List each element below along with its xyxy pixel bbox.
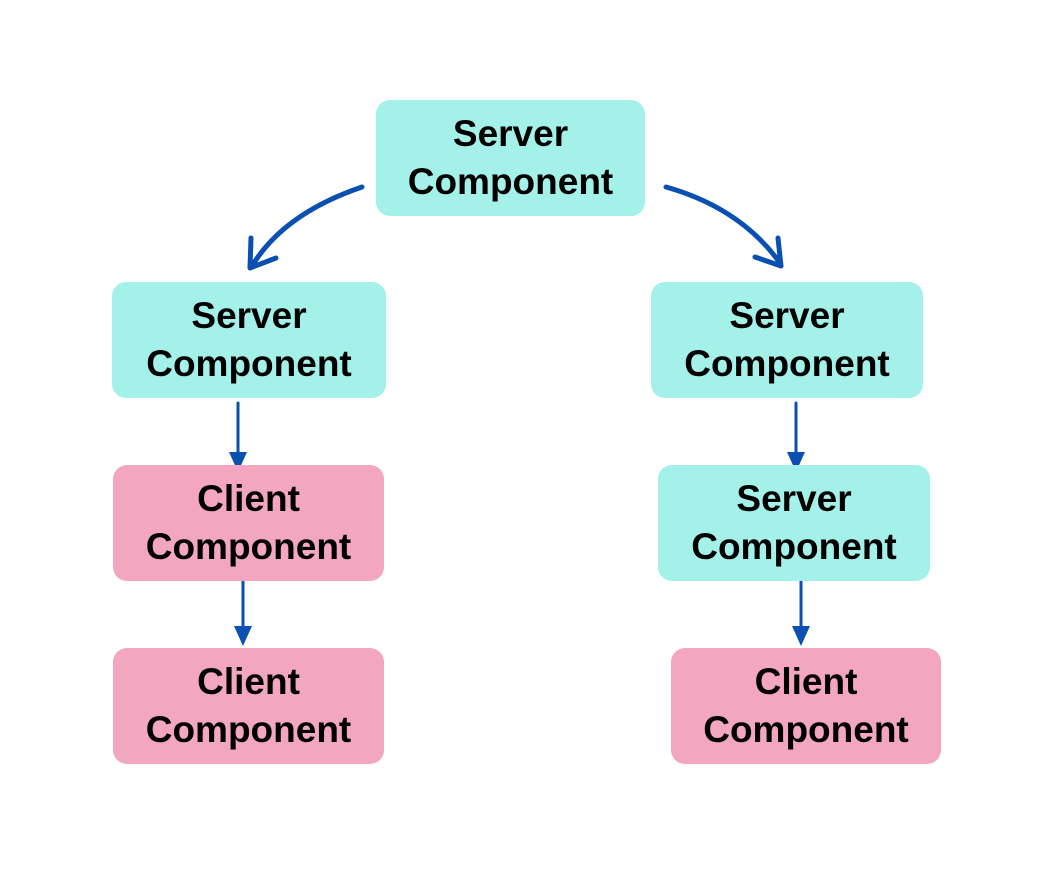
server-component-right-middle: Server Component <box>658 465 930 581</box>
arrow-top-to-left <box>249 184 365 269</box>
arrowhead-left2-to-left3 <box>234 626 252 646</box>
arrowhead-right2-to-right3 <box>792 626 810 646</box>
node-label: Server Component <box>691 478 897 567</box>
node-label: Server Component <box>407 113 614 202</box>
client-component-right-bottom: Client Component <box>671 648 941 764</box>
client-component-left-bottom: Client Component <box>113 648 384 764</box>
arrow-top-to-right <box>663 184 783 266</box>
server-component-right: Server Component <box>651 282 923 398</box>
server-component-root: Server Component <box>376 100 645 216</box>
arrowhead-left1-to-left2 <box>229 452 247 472</box>
node-label: Server Component <box>146 295 352 384</box>
node-label: Server Component <box>684 295 890 384</box>
node-label: Client Component <box>145 661 352 750</box>
client-component-left-middle: Client Component <box>113 465 384 581</box>
server-component-left: Server Component <box>112 282 386 398</box>
arrowhead-top-to-left <box>247 235 279 271</box>
arrowhead-top-to-right <box>752 235 784 269</box>
arrowhead-right1-to-right2 <box>787 452 805 472</box>
node-label: Client Component <box>145 478 352 567</box>
node-label: Client Component <box>703 661 909 750</box>
